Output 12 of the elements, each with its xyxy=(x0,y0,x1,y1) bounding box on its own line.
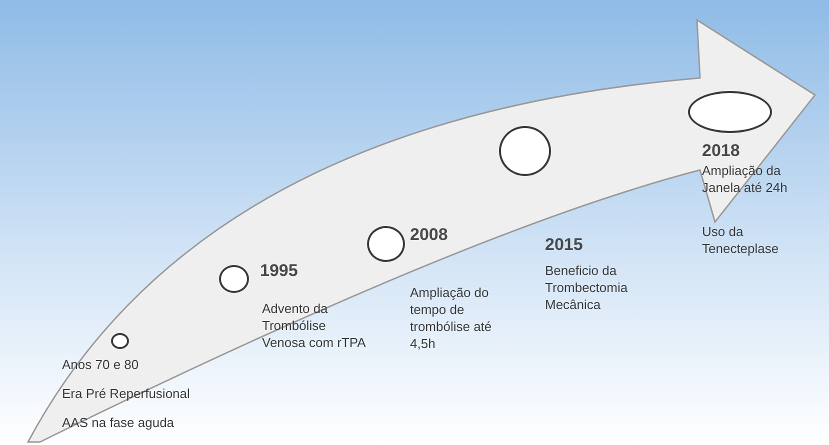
year-label: 2018 xyxy=(702,142,741,159)
milestone-text: Uso da Tenecteplase xyxy=(702,223,780,257)
year-label: 2015 xyxy=(545,236,584,253)
milestone-text: Beneficio da Trombectomia Mecânica xyxy=(545,262,629,313)
milestone-text: Anos 70 e 80 xyxy=(62,356,140,373)
milestone-text: Ampliação do tempo de trombólise até 4,5h xyxy=(410,284,493,352)
milestone-text: Advento da Trombólise Venosa com rTPA xyxy=(262,300,367,351)
milestone-text: AAS na fase aguda xyxy=(62,414,176,431)
year-label: 1995 xyxy=(260,262,299,279)
year-label: 2008 xyxy=(410,226,449,243)
milestone-text: Ampliação da Janela até 24h xyxy=(702,162,788,196)
milestone-text: Era Pré Reperfusional xyxy=(62,385,191,402)
